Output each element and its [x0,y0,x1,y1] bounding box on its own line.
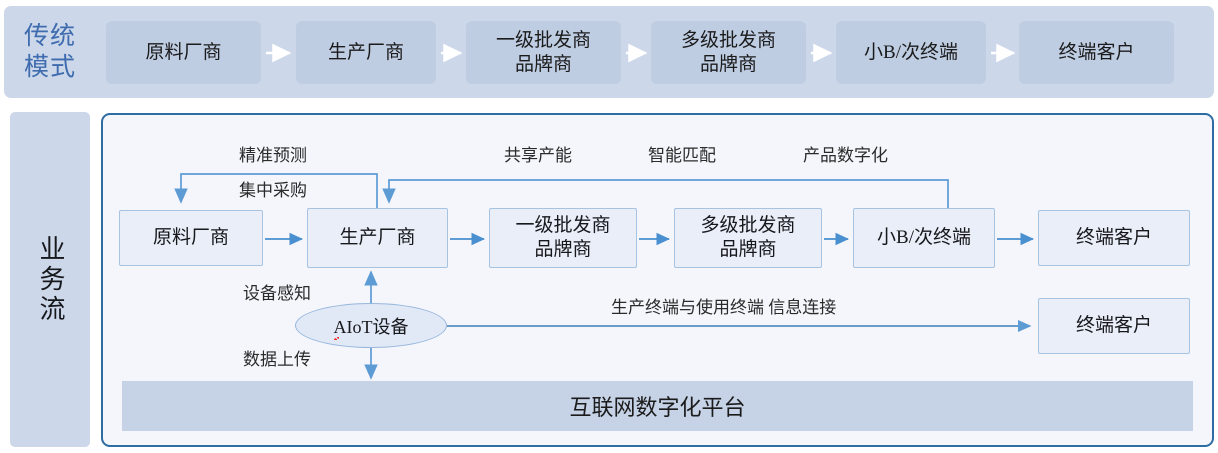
flow-box-end-customer: 终端客户 [1038,210,1190,266]
flow-box-small-b-terminal: 小B/次终端 [853,208,995,268]
aiot-device-node: AIoT设备 [295,303,447,348]
flow-box-text: 终端客户 [1075,227,1152,248]
caption-data-upload: 数据上传 [243,350,311,369]
internet-digital-platform-bar: 互联网数字化平台 [122,381,1193,431]
caption-product-digitization: 产品数字化 [803,146,888,165]
flow-box-text-line-1: 一级批发商 [515,215,611,236]
flow-box-text: 小B/次终端 [877,227,971,248]
business-flow-label-text: 业务流 [36,234,65,325]
flow-box-text-line-1: 多级批发商 [700,215,796,236]
flow-box-text: 原料厂商 [152,227,229,248]
aiot-prefix: AIoT [333,316,373,337]
traditional-box-text: 生产厂商 [327,41,404,63]
caption-accurate-forecast: 精准预测 [239,146,307,165]
traditional-label-line-1: 传统 [23,23,76,50]
traditional-box-text-line-2: 品牌商 [514,53,572,75]
traditional-box-multi-wholesaler: 多级批发商 品牌商 [651,21,806,84]
caption-shared-capacity: 共享产能 [504,146,572,165]
flow-box-end-customer-connected: 终端客户 [1038,298,1190,354]
aiot-suffix: 设备 [372,316,409,337]
traditional-box-text: 小B/次终端 [864,41,958,63]
caption-centralized-procurement: 集中采购 [239,181,307,200]
flow-box-text-line-2: 品牌商 [534,239,592,260]
flow-box-text: 生产厂商 [339,227,416,248]
caption-terminal-connection: 生产终端与使用终端 信息连接 [611,298,837,317]
traditional-box-text-line-1: 一级批发商 [495,29,591,51]
caption-intelligent-matching: 智能匹配 [648,146,716,165]
flow-box-text: 终端客户 [1075,315,1152,336]
flow-box-raw-material: 原料厂商 [119,210,263,266]
traditional-box-raw-material: 原料厂商 [106,21,261,84]
platform-label: 互联网数字化平台 [569,395,746,420]
traditional-box-text: 终端客户 [1058,41,1135,63]
flow-box-multi-wholesaler: 多级批发商 品牌商 [674,208,822,268]
flow-box-manufacturer: 生产厂商 [307,208,448,268]
traditional-box-manufacturer: 生产厂商 [296,21,436,84]
aiot-device-label: AIoT设备 [334,313,409,339]
traditional-box-text: 原料厂商 [145,41,222,63]
traditional-box-primary-wholesaler: 一级批发商 品牌商 [466,21,621,84]
traditional-mode-label: 传统 模式 [10,16,90,88]
traditional-box-text-line-1: 多级批发商 [680,29,776,51]
traditional-box-end-customer: 终端客户 [1019,21,1174,84]
traditional-box-text-line-2: 品牌商 [699,53,757,75]
caption-device-sensing: 设备感知 [243,284,311,303]
business-flow-label: 业务流 [10,112,90,447]
flow-box-text-line-2: 品牌商 [719,239,777,260]
traditional-label-line-2: 模式 [23,54,76,81]
traditional-box-small-b-terminal: 小B/次终端 [836,21,986,84]
flow-box-primary-wholesaler: 一级批发商 品牌商 [489,208,637,268]
